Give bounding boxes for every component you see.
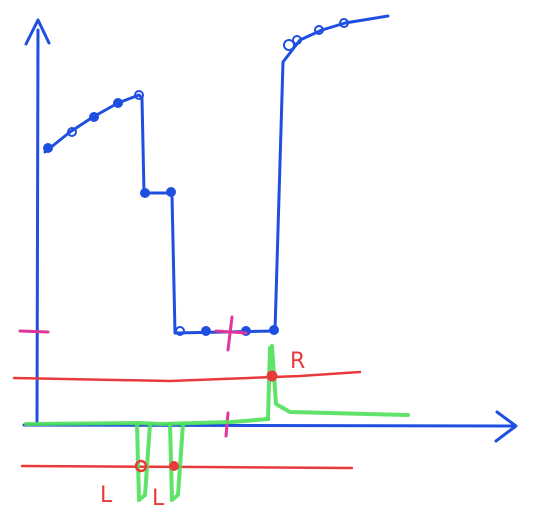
x-axis-arrowhead: [494, 410, 518, 443]
sample-point: [89, 112, 99, 122]
response-baseline: [24, 417, 270, 426]
y-axis-tick: [18, 329, 50, 334]
sample-point: [113, 98, 123, 108]
sample-point: [283, 39, 295, 51]
sample-point: [269, 325, 279, 335]
response-spike: [266, 344, 410, 421]
label-right: R: [290, 349, 305, 374]
labels: R L L: [100, 349, 305, 511]
sample-point: [201, 326, 211, 336]
lower-threshold: [20, 464, 354, 470]
sample-point: [43, 143, 53, 153]
mid-tick-vertical: [226, 315, 234, 352]
signal-line: [43, 14, 390, 335]
threshold-lines: [12, 370, 362, 470]
sample-point: [314, 25, 324, 35]
crossing-point-left-2: [169, 461, 179, 471]
signal-curve: [43, 14, 390, 336]
sample-point: [67, 127, 77, 137]
upper-threshold: [12, 370, 362, 383]
crossing-point-right: [266, 370, 278, 382]
sample-point: [140, 188, 150, 198]
crossing-point-left-1: [134, 459, 148, 473]
label-left-2: L: [152, 486, 165, 511]
sample-point: [175, 326, 185, 336]
x-axis-tick: [224, 411, 230, 438]
y-axis: [35, 28, 40, 427]
magenta-markers: [18, 315, 248, 438]
response-line: [24, 344, 410, 502]
signal-samples: [43, 18, 349, 336]
crossing-points: [134, 370, 278, 473]
sample-point: [166, 187, 176, 197]
sample-point: [339, 18, 349, 28]
sample-point: [134, 90, 144, 100]
sample-point: [292, 35, 302, 45]
y-axis-arrowhead: [24, 18, 51, 46]
label-left-1: L: [100, 483, 113, 508]
